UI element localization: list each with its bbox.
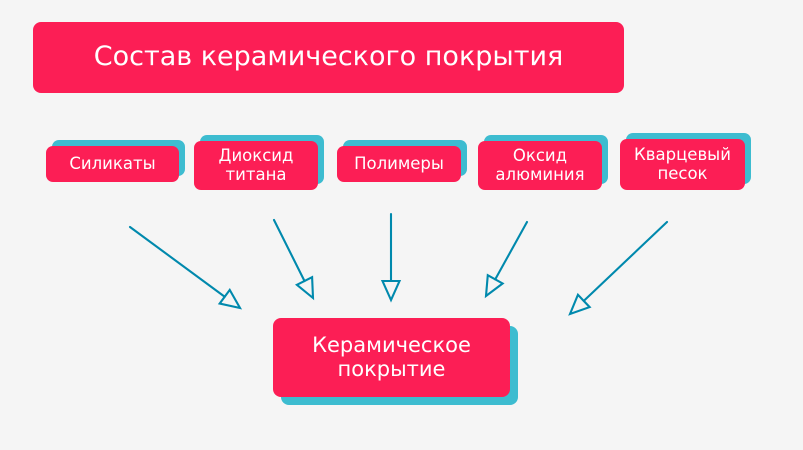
- arrow-silikaty-to-result-shaft: [128, 225, 226, 298]
- arrow-polimery-to-result-head: [380, 279, 402, 303]
- component-label: Оксид алюминия: [478, 141, 602, 190]
- arrow-silikaty-to-result-head: [217, 287, 243, 310]
- component-card-kvarcevyj-pesok[interactable]: Кварцевый песок: [620, 133, 751, 190]
- arrow-dioksid-to-result-head: [294, 275, 315, 301]
- component-card-oksid-alyuminiya[interactable]: Оксид алюминия: [478, 135, 608, 190]
- component-label: Диоксид титана: [194, 141, 318, 190]
- arrow-kvarcevyj-to-result-shaft: [582, 220, 669, 302]
- diagram-title-text: Состав керамического покрытия: [33, 22, 624, 93]
- component-card-silikaty[interactable]: Силикаты: [46, 140, 185, 182]
- diagram-title-card: Состав керамического покрытия: [33, 22, 624, 93]
- component-label: Силикаты: [46, 146, 179, 182]
- arrow-group: [128, 212, 669, 316]
- arrow-dioksid-to-result-shaft: [272, 218, 306, 283]
- arrow-kvarcevyj-to-result-head: [568, 292, 592, 316]
- component-label: Кварцевый песок: [620, 139, 745, 190]
- component-card-dioksid-titana[interactable]: Диоксид титана: [194, 135, 324, 190]
- result-card-keramicheskoe-pokrytie[interactable]: Керамическое покрытие: [273, 318, 518, 405]
- component-label: Полимеры: [337, 146, 461, 182]
- arrow-oksid-to-result-shaft: [494, 220, 529, 281]
- arrow-oksid-to-result-head: [484, 273, 505, 299]
- component-card-polimery[interactable]: Полимеры: [337, 140, 467, 182]
- result-label: Керамическое покрытие: [273, 318, 510, 397]
